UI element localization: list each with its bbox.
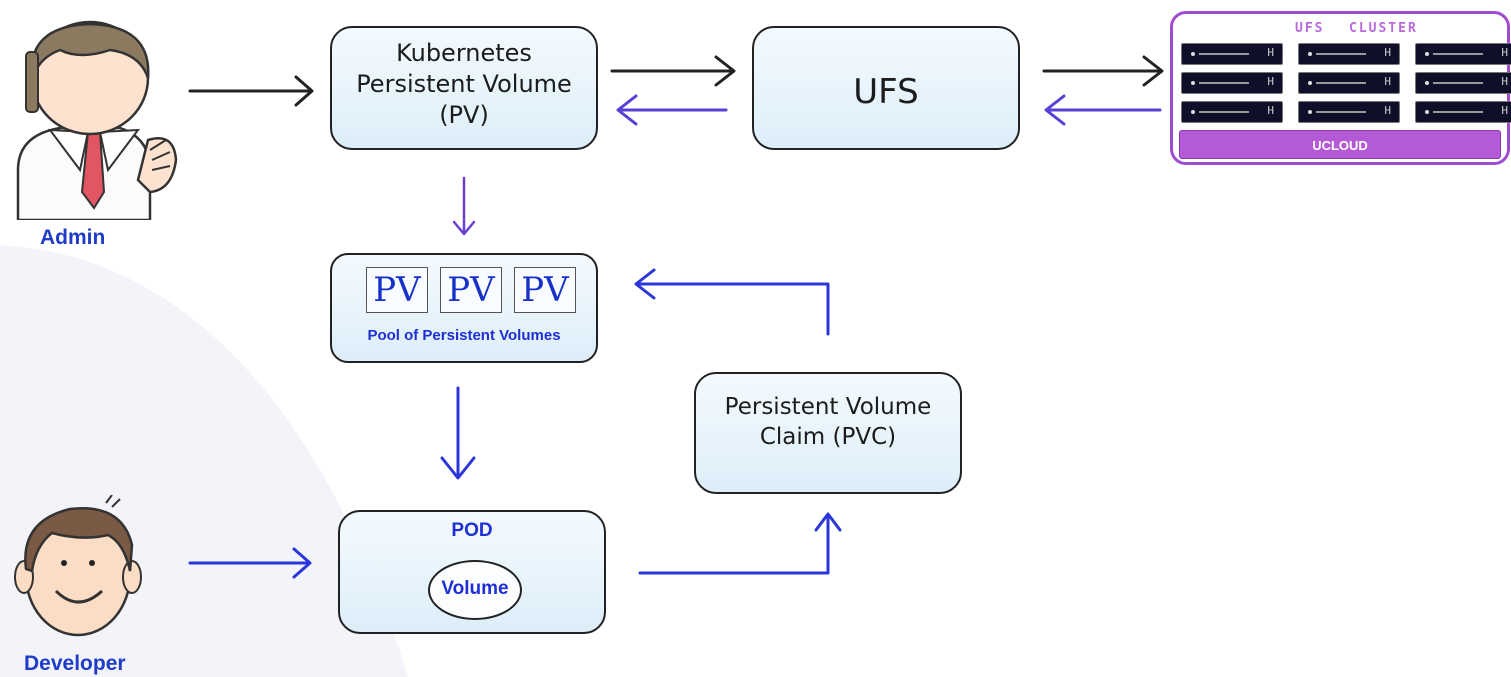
arrow-cluster-to-ufs: [1044, 94, 1162, 126]
pod-label: POD: [451, 520, 493, 541]
arrow-pool-to-pod: [440, 386, 476, 480]
ucloud-bar: UCLOUD: [1179, 130, 1501, 159]
volume-ellipse: Volume: [428, 560, 522, 620]
arrow-pod-to-pvc: [638, 512, 842, 575]
server-rack: H: [1415, 101, 1511, 123]
server-rack: H: [1298, 101, 1400, 123]
ufs-cluster: UFS CLUSTER H H H H H H H H H UCLOUD: [1170, 11, 1511, 165]
arrow-admin-to-pv: [188, 75, 314, 107]
ufs-cluster-title-left: UFS: [1295, 21, 1325, 36]
server-rack: H: [1415, 43, 1511, 65]
admin-avatar-icon: [16, 20, 178, 222]
arrow-pv-to-pool: [452, 176, 476, 236]
server-rack: H: [1415, 72, 1511, 94]
pvc-label: Persistent Volume Claim (PVC): [724, 394, 932, 450]
ufs-label: UFS: [853, 72, 919, 112]
developer-avatar-icon: [14, 494, 142, 637]
arrow-ufs-to-cluster: [1042, 55, 1164, 87]
pv-pool-caption: Pool of Persistent Volumes: [367, 327, 561, 344]
admin-actor: [0, 20, 180, 222]
volume-label: Volume: [441, 578, 509, 599]
arrow-pvc-to-pool: [634, 268, 830, 336]
ufs-cluster-title-right: CLUSTER: [1349, 21, 1418, 36]
server-rack: H: [1298, 72, 1400, 94]
developer-actor: [12, 494, 147, 645]
arrow-developer-to-pod: [188, 547, 312, 579]
ucloud-label: UCLOUD: [1312, 138, 1368, 153]
server-rack: H: [1181, 43, 1283, 65]
server-rack: H: [1298, 43, 1400, 65]
pv-pool-box: PV PV PV Pool of Persistent Volumes: [330, 253, 598, 363]
pv-tile: PV: [440, 267, 502, 313]
server-rack: H: [1181, 101, 1283, 123]
arrow-ufs-to-pv: [616, 94, 728, 126]
pvc-box: Persistent Volume Claim (PVC): [694, 372, 962, 494]
admin-label: Admin: [40, 226, 106, 249]
ufs-box: UFS: [752, 26, 1020, 150]
pv-tile: PV: [514, 267, 576, 313]
pod-box: POD Volume: [338, 510, 606, 634]
arrow-pv-to-ufs: [610, 55, 736, 87]
pv-tile: PV: [366, 267, 428, 313]
kubernetes-pv-box: Kubernetes Persistent Volume (PV): [330, 26, 598, 150]
kubernetes-pv-label: Kubernetes Persistent Volume (PV): [356, 39, 572, 129]
server-rack: H: [1181, 72, 1283, 94]
developer-label: Developer: [24, 652, 126, 675]
